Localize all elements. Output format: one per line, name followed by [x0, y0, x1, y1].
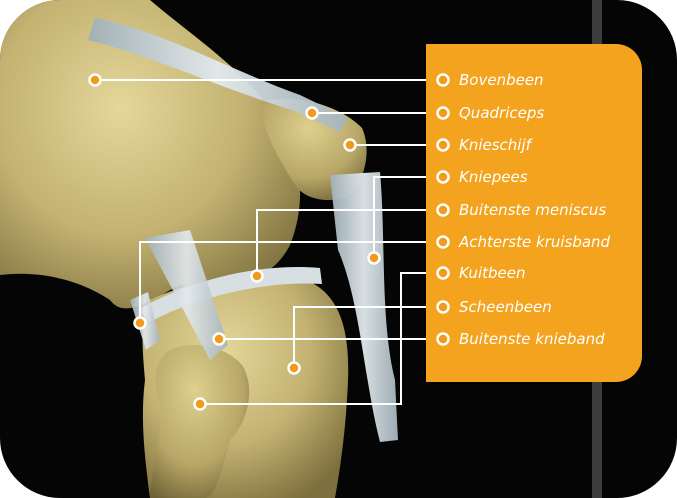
- label-knieschijf: Knieschijf: [459, 136, 531, 154]
- label-bovenbeen: Bovenbeen: [459, 71, 544, 89]
- marker-scheenbeen: [289, 363, 300, 374]
- label-kniepees: Kniepees: [459, 168, 528, 186]
- marker-quadriceps: [307, 108, 318, 119]
- marker-buitenste-meniscus: [252, 271, 263, 282]
- marker-knieschijf: [345, 140, 356, 151]
- label-achterste-kruisband: Achterste kruisband: [459, 233, 610, 251]
- label-quadriceps: Quadriceps: [459, 104, 544, 122]
- marker-bovenbeen: [90, 75, 101, 86]
- marker-kuitbeen: [195, 399, 206, 410]
- marker-buitenste-knieband: [214, 334, 225, 345]
- label-buitenste-meniscus: Buitenste meniscus: [459, 201, 606, 219]
- marker-kniepees: [369, 253, 380, 264]
- label-scheenbeen: Scheenbeen: [459, 298, 552, 316]
- label-buitenste-knieband: Buitenste knieband: [459, 330, 605, 348]
- marker-achterste-kruisband: [135, 318, 146, 329]
- label-kuitbeen: Kuitbeen: [459, 264, 525, 282]
